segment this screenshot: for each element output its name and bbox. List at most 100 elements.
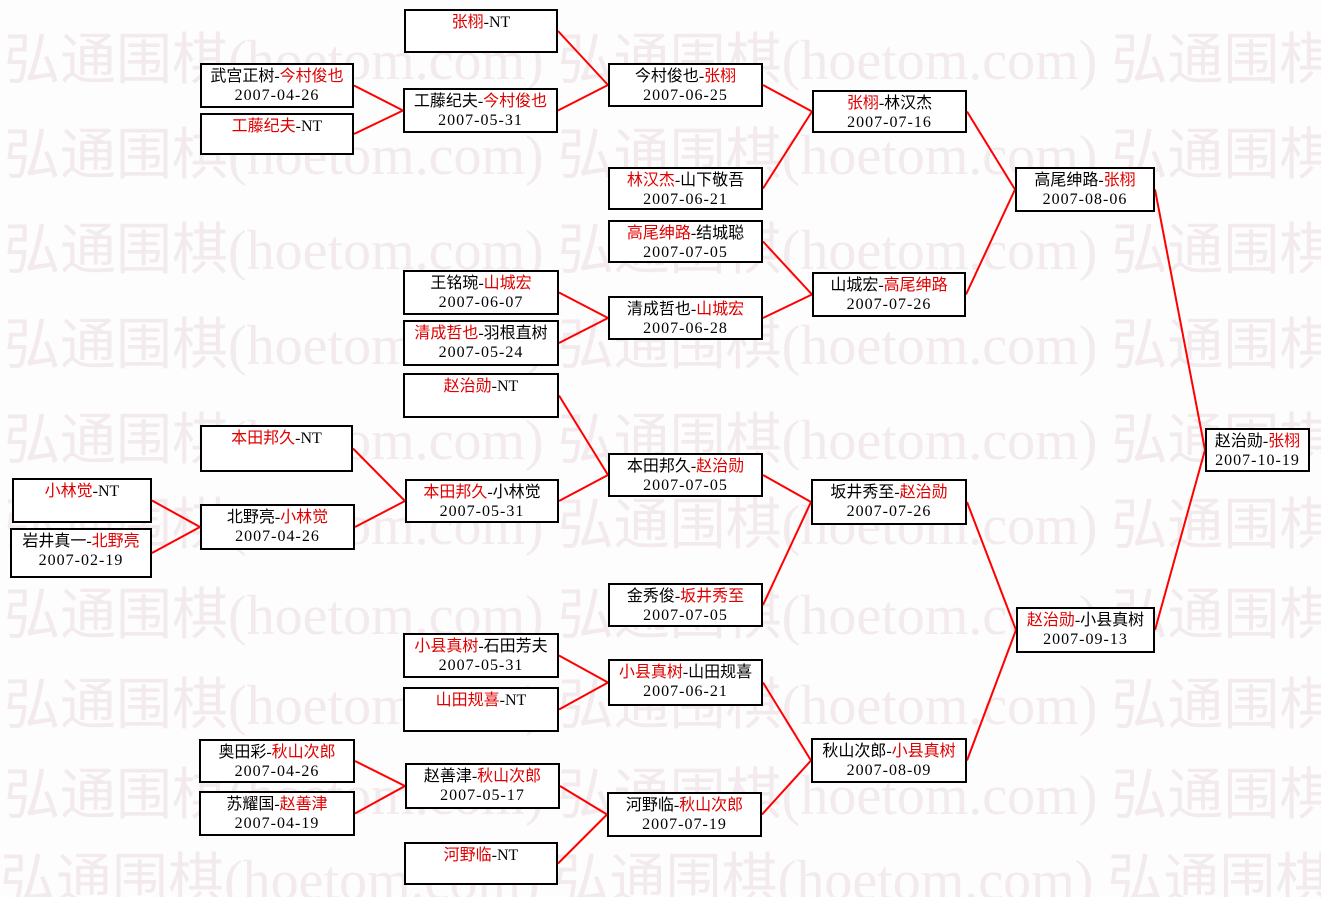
player1-name: 河野临 xyxy=(625,797,674,814)
player1-name: 赵治勋 xyxy=(443,378,492,395)
match-date: 2007-10-19 xyxy=(1215,452,1300,469)
player1-name: 武宫正树 xyxy=(210,68,275,85)
connector-line xyxy=(762,501,812,606)
player1-name: 张栩 xyxy=(451,14,484,31)
connector-line xyxy=(762,474,812,503)
player2-name: 赵治勋 xyxy=(899,484,948,501)
connector-line xyxy=(762,681,812,762)
match-players: 张栩-林汉杰 xyxy=(814,94,965,113)
match-box-sakai-cho: 坂井秀至-赵治勋 2007-07-26 xyxy=(811,479,967,525)
match-date: 2007-06-21 xyxy=(643,191,728,208)
name-separator: - xyxy=(491,378,497,395)
match-box-kudo-imamura: 工藤纪夫-今村俊也 2007-05-31 xyxy=(403,88,558,133)
match-box-zhang-lin: 张栩-林汉杰 2007-07-16 xyxy=(812,90,967,133)
match-players: 清成哲也-羽根直树 xyxy=(405,324,557,343)
player1-name: 本田邦久 xyxy=(423,484,488,501)
match-date: 2007-09-13 xyxy=(1043,631,1128,648)
match-date: 2007-06-25 xyxy=(643,87,728,104)
player1-name: 赵善津 xyxy=(423,768,472,785)
match-date: 2007-08-06 xyxy=(1042,191,1128,208)
player2-name: 小林觉 xyxy=(280,509,329,526)
connector-line xyxy=(558,474,609,502)
match-date: 2007-05-17 xyxy=(440,787,525,804)
player2-name: NT xyxy=(489,14,511,31)
player1-name: 赵治勋 xyxy=(1026,612,1075,629)
player2-name: 今村俊也 xyxy=(483,93,548,110)
match-date: 2007-04-19 xyxy=(234,815,320,832)
match-players: 张栩-NT xyxy=(406,13,556,32)
match-date: 2007-04-26 xyxy=(235,528,320,545)
connector-line xyxy=(1154,189,1206,451)
match-date: 2007-02-19 xyxy=(38,552,124,569)
connector-line xyxy=(354,760,406,787)
player1-name: 奥田彩 xyxy=(218,744,267,761)
name-separator: - xyxy=(274,796,280,813)
match-players: 坂井秀至-赵治勋 xyxy=(813,483,965,502)
connector-line xyxy=(353,84,404,112)
match-date: 2007-05-31 xyxy=(439,503,525,520)
match-box-kudo-nt: 工藤纪夫-NT xyxy=(200,113,354,155)
match-box-kim-sakai: 金秀俊-坂井秀至 2007-07-05 xyxy=(608,583,763,627)
connector-line xyxy=(762,84,813,113)
match-box-cho-omagari: 赵治勋-小县真树 2007-09-13 xyxy=(1016,607,1155,653)
player1-name: 张栩 xyxy=(846,95,879,112)
match-players: 今村俊也-张栩 xyxy=(610,67,761,86)
match-players: 小县真树-山田规喜 xyxy=(610,663,761,682)
player1-name: 山城宏 xyxy=(830,277,879,294)
match-date: 2007-08-09 xyxy=(846,762,932,779)
match-players: 河野临-NT xyxy=(406,846,556,865)
match-players: 奥田彩-秋山次郎 xyxy=(201,743,353,762)
name-separator: - xyxy=(690,225,697,242)
player1-name: 本田邦久 xyxy=(626,458,691,475)
match-players: 本田邦久-赵治勋 xyxy=(610,457,761,476)
player2-name: NT xyxy=(505,692,527,709)
player2-name: 小林觉 xyxy=(492,484,541,501)
connector-line xyxy=(762,240,813,296)
name-separator: - xyxy=(1074,612,1081,629)
match-date: 2007-05-24 xyxy=(438,344,524,361)
name-separator: - xyxy=(698,68,705,85)
connector-line xyxy=(557,84,609,112)
player2-name: 石田芳夫 xyxy=(483,638,548,655)
name-separator: - xyxy=(1098,172,1104,189)
player2-name: NT xyxy=(497,378,519,395)
match-box-zhang-nt: 张栩-NT xyxy=(404,9,558,53)
player1-name: 北野亮 xyxy=(226,509,275,526)
match-players: 赵治勋-小县真树 xyxy=(1018,611,1153,630)
connector-line xyxy=(966,501,1017,631)
match-date: 2007-04-26 xyxy=(234,763,320,780)
match-date: 2007-06-07 xyxy=(438,294,524,311)
match-box-kobayashi-nt: 小林觉-NT xyxy=(12,478,152,523)
match-box-final-cho-zhang: 赵治勋-张栩 2007-10-19 xyxy=(1205,428,1310,472)
connector-line xyxy=(151,499,201,528)
player1-name: 高尾绅路 xyxy=(626,225,691,242)
match-players: 武宫正树-今村俊也 xyxy=(202,67,352,86)
match-players: 小县真树-石田芳夫 xyxy=(405,637,557,656)
name-separator: - xyxy=(483,14,489,31)
match-players: 清成哲也-山城宏 xyxy=(610,300,761,319)
match-date: 2007-07-05 xyxy=(643,477,728,494)
match-date: 2007-06-21 xyxy=(643,683,728,700)
match-box-okuda-akiyama: 奥田彩-秋山次郎 2007-04-26 xyxy=(199,739,355,783)
player2-name: 赵治勋 xyxy=(696,458,745,475)
match-box-takemiya-imamura: 武宫正树-今村俊也 2007-04-26 xyxy=(200,63,354,108)
player2-name: 北野亮 xyxy=(91,533,140,550)
match-box-omagari-yamada: 小县真树-山田规喜 2007-06-21 xyxy=(608,659,763,706)
match-date: 2007-07-05 xyxy=(643,607,728,624)
connector-line xyxy=(558,394,609,476)
connector-line xyxy=(557,813,608,865)
name-separator: - xyxy=(878,95,885,112)
player2-name: 山城宏 xyxy=(483,275,532,292)
name-separator: - xyxy=(92,483,98,500)
match-box-kiyonari-hane: 清成哲也-羽根直树 2007-05-24 xyxy=(403,320,559,366)
name-separator: - xyxy=(86,533,92,550)
connector-line xyxy=(558,291,609,319)
match-players: 赵善津-秋山次郎 xyxy=(407,767,558,786)
match-box-kono-nt: 河野临-NT xyxy=(404,842,558,885)
match-players: 山城宏-高尾绅路 xyxy=(814,276,964,295)
player1-name: 工藤纪夫 xyxy=(413,93,478,110)
match-players: 北野亮-小林觉 xyxy=(202,508,353,527)
match-players: 林汉杰-山下敬吾 xyxy=(610,171,761,190)
player1-name: 小县真树 xyxy=(618,664,683,681)
